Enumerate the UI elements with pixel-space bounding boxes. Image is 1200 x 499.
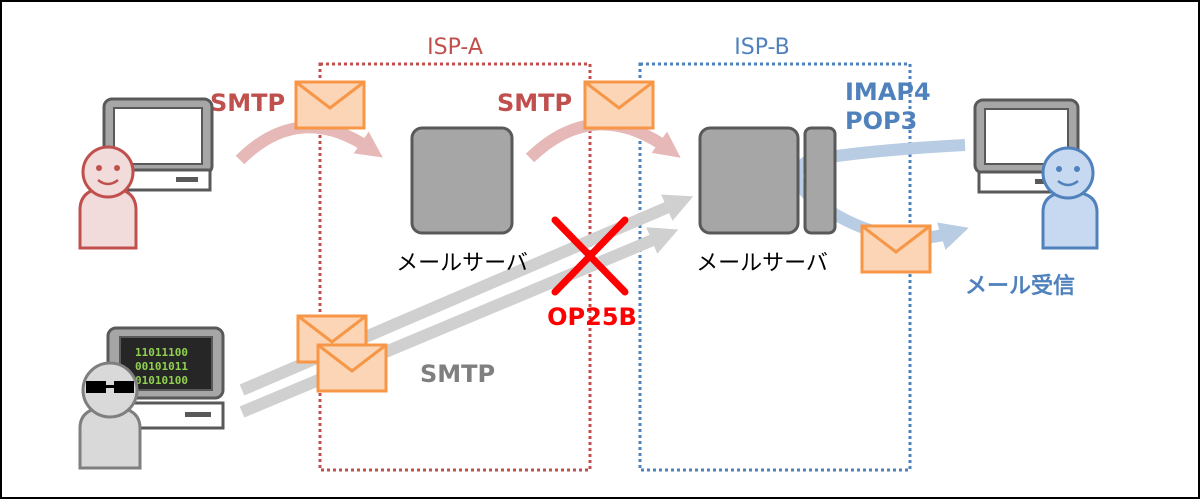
mail-receive-label: メール受信 — [965, 273, 1075, 299]
binary-line-1: 11011100 — [135, 346, 188, 359]
isp-b-label: ISP-B — [734, 35, 789, 60]
person-icon — [78, 361, 142, 470]
binary-line-3: 01010100 — [135, 374, 188, 387]
imap4-label: IMAP4 — [845, 78, 931, 106]
isp-b-box — [638, 62, 912, 472]
x-icon — [551, 216, 629, 296]
server-icon — [698, 126, 837, 235]
isp-a-box — [318, 62, 592, 472]
person-icon — [1041, 146, 1099, 250]
server-a-label: メールサーバ — [396, 251, 528, 276]
isp-a-label: ISP-A — [427, 35, 483, 60]
server-icon — [410, 126, 514, 235]
smtp-label-3: SMTP — [420, 360, 495, 388]
smtp-arrow-user-to-server-a — [235, 121, 383, 165]
server-b-label: メールサーバ — [696, 251, 828, 276]
person-icon — [78, 145, 138, 250]
op25b-label: OP25B — [547, 303, 637, 331]
envelope-icon — [583, 80, 655, 130]
envelope-icon — [860, 224, 932, 274]
envelope-icon — [294, 80, 366, 130]
pop3-label: POP3 — [845, 107, 917, 135]
envelope-icon — [316, 343, 388, 393]
computer-icon — [102, 97, 214, 192]
smtp-label-1: SMTP — [210, 89, 285, 117]
smtp-label-2: SMTP — [497, 89, 572, 117]
binary-line-2: 00101011 — [135, 360, 188, 373]
